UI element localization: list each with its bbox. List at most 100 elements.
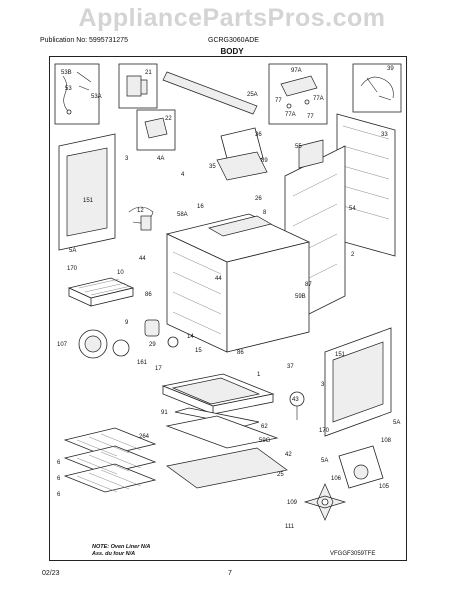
- model-number: GCRG3060ADE: [208, 37, 259, 44]
- callout: 36: [255, 132, 262, 138]
- callout: 3: [125, 156, 129, 162]
- section-title: BODY: [220, 47, 244, 56]
- part-lamp-29: [144, 319, 160, 337]
- part-igniter-body: [140, 215, 152, 231]
- callout: 5A: [393, 420, 400, 426]
- callout: 14: [187, 334, 194, 340]
- callout: 151: [83, 198, 94, 204]
- callout: 87: [305, 282, 312, 288]
- part-drawer-bottom: [166, 447, 288, 489]
- callout: 77: [275, 98, 282, 104]
- callout: 8: [263, 210, 267, 216]
- callout: 16: [197, 204, 204, 210]
- callout: 25A: [247, 92, 258, 98]
- part-insulation-blanket: [208, 215, 272, 237]
- callout: 59B: [295, 294, 306, 300]
- callout: 39: [387, 66, 394, 72]
- callout: 97A: [291, 68, 302, 74]
- part-screw-77b: [304, 99, 310, 105]
- part-oven-rack-3: [63, 463, 157, 493]
- part-connector: [66, 109, 72, 115]
- callout: 26: [255, 196, 262, 202]
- callout: 264: [139, 434, 150, 440]
- page-number: 7: [228, 570, 232, 577]
- callout: 37: [287, 364, 294, 370]
- part-lamp-lens: [167, 336, 179, 348]
- callout: 53: [65, 86, 72, 92]
- callout: 161: [137, 360, 148, 366]
- callout: 35: [209, 164, 216, 170]
- part-box-21: [118, 63, 158, 109]
- part-screw-77: [286, 103, 292, 109]
- oven-liner-note: NOTE: Oven Liner N/A: [92, 544, 151, 550]
- callout: 42: [285, 452, 292, 458]
- part-oven-rack-1: [63, 427, 157, 457]
- callout: 170: [319, 428, 330, 434]
- exploded-parts-diagram: 53B 53A 53 21 22 97A 77 77A 77 77A 39 25…: [54, 63, 402, 530]
- callout: 10: [117, 270, 124, 276]
- callout: 6: [57, 492, 61, 498]
- callout: 43: [292, 397, 299, 403]
- callout: 109: [287, 500, 298, 506]
- callout: 55: [295, 144, 302, 150]
- callout: 12: [137, 208, 144, 214]
- callout: 54: [349, 206, 356, 212]
- callout: 86: [237, 350, 244, 356]
- callout: 111: [285, 524, 295, 530]
- callout: 4A: [157, 156, 164, 162]
- part-cover-55: [298, 139, 324, 169]
- callout: 33: [381, 132, 388, 138]
- callout: 107: [57, 342, 68, 348]
- callout: 5A: [321, 458, 328, 464]
- callout: 53A: [91, 94, 102, 100]
- callout: 44: [139, 256, 146, 262]
- part-wire-53: [62, 71, 92, 113]
- callout: 58A: [177, 212, 188, 218]
- callout: 62: [261, 424, 268, 430]
- callout: 106: [331, 476, 342, 482]
- callout: 6: [57, 476, 61, 482]
- part-left-insulation: [66, 147, 108, 237]
- callout: 29: [149, 342, 156, 348]
- callout: 5A: [69, 248, 76, 254]
- callout: 15: [195, 348, 202, 354]
- part-box-39: [352, 63, 402, 113]
- callout: 1: [257, 372, 261, 378]
- publication-number: Publication No: 5995731275: [40, 37, 128, 44]
- callout: 9: [125, 320, 129, 326]
- callout: 86: [145, 292, 152, 298]
- part-oven-rack-2: [63, 445, 157, 475]
- callout: 25: [277, 472, 284, 478]
- diagram-id: VFGGF3059TFE: [330, 551, 376, 557]
- callout: 170: [67, 266, 78, 272]
- callout: 17: [155, 366, 162, 372]
- part-terminal-block: [280, 75, 318, 97]
- callout: 105: [379, 484, 390, 490]
- part-fan-ring: [112, 339, 130, 357]
- oven-liner-note-fr: Ass. du four N/A: [92, 551, 136, 557]
- callout: 77A: [313, 96, 324, 102]
- callout: 44: [215, 276, 222, 282]
- callout: 91: [161, 410, 168, 416]
- callout: 89: [261, 158, 268, 164]
- part-bracket-21: [126, 75, 148, 97]
- footer-date: 02/23: [42, 570, 60, 577]
- callout: 3: [321, 382, 325, 388]
- watermark: AppliancePartsPros.com: [78, 4, 386, 32]
- callout: 108: [381, 438, 392, 444]
- part-box-22: [136, 109, 176, 151]
- callout: 4: [181, 172, 185, 178]
- callout: 21: [145, 70, 152, 76]
- part-box-97a: [268, 63, 328, 125]
- diagram-frame: [49, 56, 407, 561]
- part-vent-duct-35: [216, 151, 268, 181]
- part-box-53b: [54, 63, 100, 125]
- part-bracket-22: [144, 117, 168, 139]
- part-harness-39: [360, 76, 394, 101]
- callout: 59G: [259, 438, 271, 444]
- callout: 77: [307, 114, 314, 120]
- callout: 2: [351, 252, 355, 258]
- callout: 53B: [61, 70, 72, 76]
- callout: 151: [335, 352, 346, 358]
- callout: 6: [57, 460, 61, 466]
